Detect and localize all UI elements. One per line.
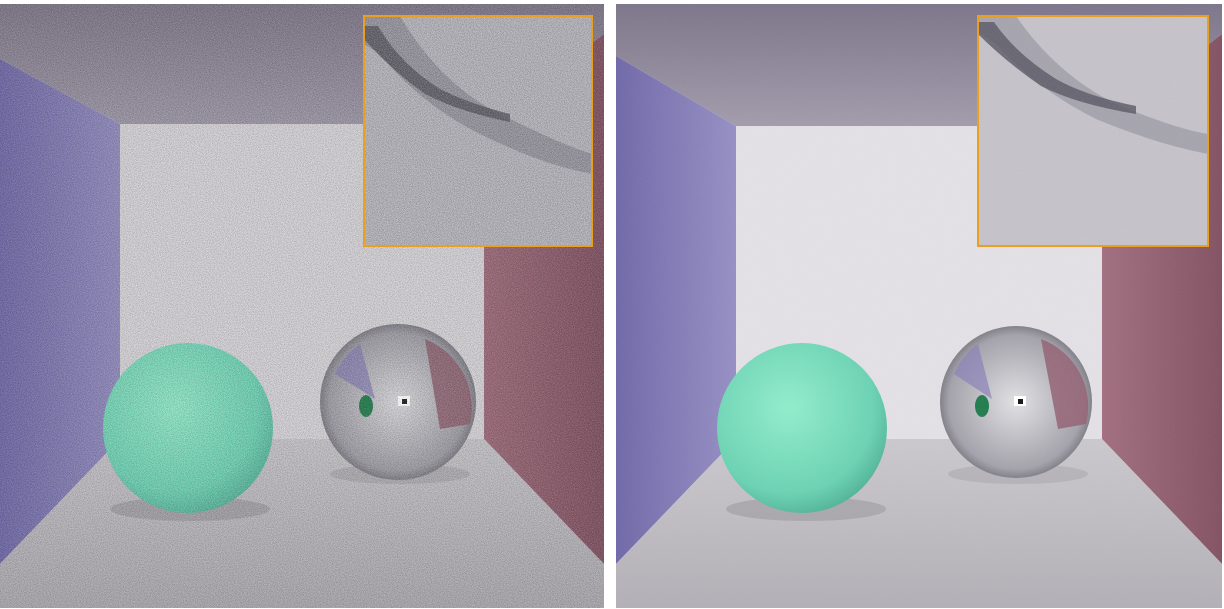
noisy-render-panel — [0, 4, 604, 608]
zoom-inset — [977, 15, 1209, 247]
inset-border — [977, 15, 1209, 247]
inset-border — [363, 15, 593, 247]
zoom-inset — [363, 15, 593, 247]
denoised-render-image — [616, 4, 1222, 608]
denoised-render-panel — [616, 4, 1222, 608]
noisy-render-image — [0, 4, 604, 608]
